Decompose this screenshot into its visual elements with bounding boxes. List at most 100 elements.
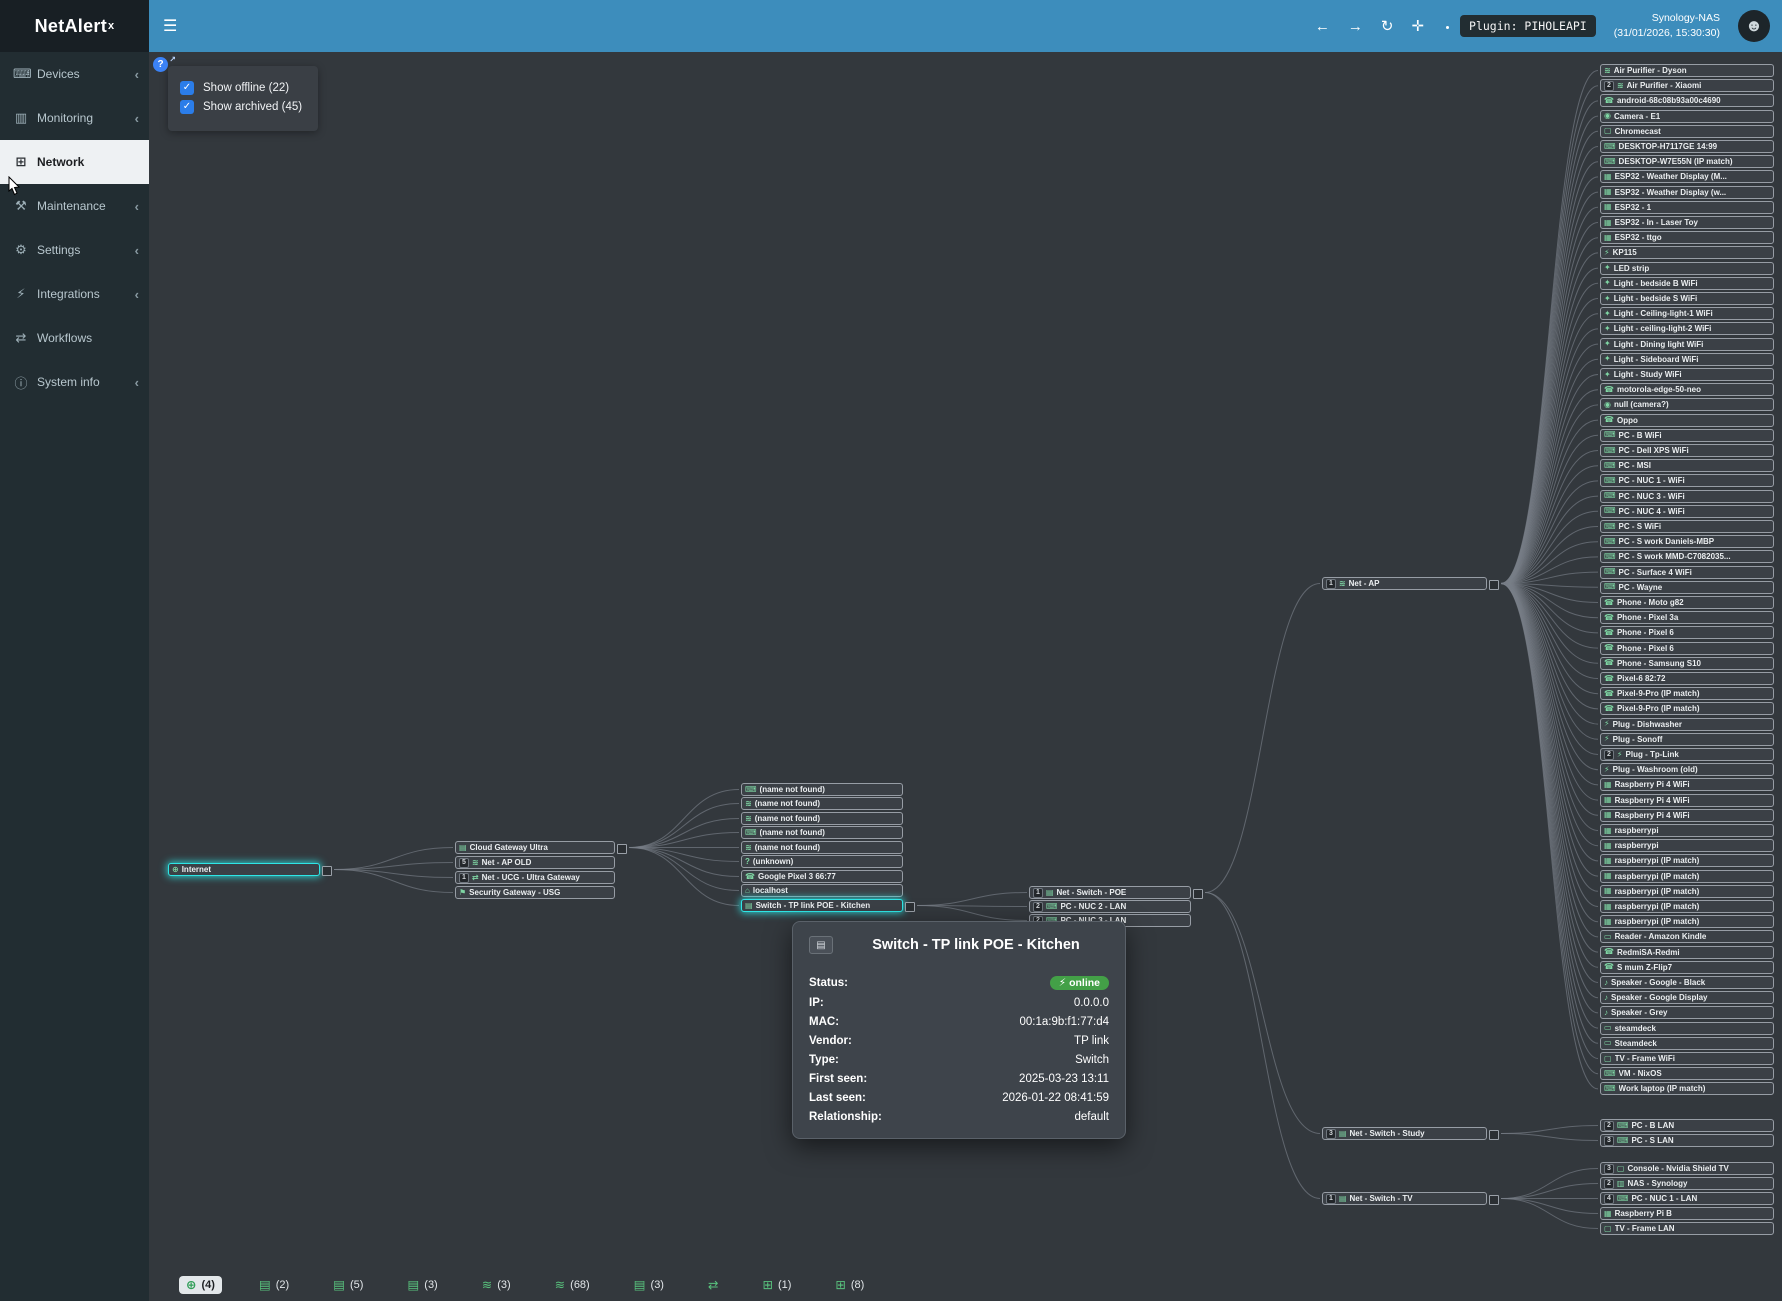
graph-node-esp32-1[interactable]: ▦ESP32 - 1 — [1600, 200, 1774, 214]
device-tab-lan-9[interactable]: ⊞(8) — [828, 1276, 871, 1295]
graph-node-raspberrypi[interactable]: ▦raspberrypi — [1600, 839, 1774, 853]
graph-node-net-ucg-ultra-gateway[interactable]: 1⇄Net - UCG - Ultra Gateway — [455, 871, 615, 884]
graph-node-pc-s-wifi[interactable]: ⌨PC - S WiFi — [1600, 520, 1774, 533]
graph-node-desktop-w7e55n-ip-match[interactable]: ⌨DESKTOP-W7E55N (IP match) — [1600, 155, 1774, 169]
graph-node-phone-pixel-3a[interactable]: ☎Phone - Pixel 3a — [1600, 611, 1774, 625]
graph-node-pc-nuc-1-lan[interactable]: 4⌨PC - NUC 1 - LAN — [1600, 1192, 1774, 1205]
graph-node-chromecast[interactable]: ▢Chromecast — [1600, 124, 1774, 138]
sidebar-item-network[interactable]: ⊞Network — [0, 140, 149, 184]
graph-node-pc-nuc-1-wifi[interactable]: ⌨PC - NUC 1 - WiFi — [1600, 474, 1774, 488]
fit-view-icon[interactable]: ✛ — [1411, 17, 1425, 35]
device-tab-switch-1[interactable]: ▤(2) — [252, 1276, 296, 1295]
graph-node-plug-washroom-old[interactable]: ⚡Plug - Washroom (old) — [1600, 763, 1774, 777]
graph-node-null-camera[interactable]: ◉null (camera?) — [1600, 398, 1774, 412]
graph-node-pc-nuc-2-lan[interactable]: 2⌨PC - NUC 2 - LAN — [1029, 900, 1191, 913]
graph-node-air-purifier-dyson[interactable]: ≋Air Purifier - Dyson — [1600, 64, 1774, 77]
graph-node-name-not-found[interactable]: ⌨(name not found) — [741, 826, 903, 839]
graph-node-tv-frame-lan[interactable]: ▢TV - Frame LAN — [1600, 1222, 1774, 1235]
graph-node-pc-nuc-4-wifi[interactable]: ⌨PC - NUC 4 - WiFi — [1600, 504, 1774, 518]
graph-node-motorola-edge-50-neo[interactable]: ☎motorola-edge-50-neo — [1600, 383, 1774, 397]
graph-node-plug-dishwasher[interactable]: ⚡Plug - Dishwasher — [1600, 717, 1774, 731]
graph-node-speaker-google-black[interactable]: ♪Speaker - Google - Black — [1600, 976, 1774, 989]
device-tab-globe-0[interactable]: ⊕(4) — [179, 1275, 222, 1295]
graph-node-desktop-h7117ge-14-99[interactable]: ⌨DESKTOP-H7117GE 14:99 — [1600, 140, 1774, 153]
device-tab-switch-2[interactable]: ▤(5) — [326, 1276, 370, 1295]
device-tab-shuffle-7[interactable]: ⇄ — [701, 1276, 725, 1295]
graph-node-android-68c08b93a00c4690[interactable]: ☎android-68c08b93a00c4690 — [1600, 94, 1774, 108]
graph-node-light-study-wifi[interactable]: ✦Light - Study WiFi — [1600, 368, 1774, 381]
graph-node-name-not-found[interactable]: ≋(name not found) — [741, 797, 903, 810]
graph-node-console-nvidia-shield-tv[interactable]: 3▢Console - Nvidia Shield TV — [1600, 1162, 1774, 1175]
graph-node-localhost[interactable]: ⌂localhost — [741, 884, 903, 897]
graph-node-raspberry-pi-4-wifi[interactable]: ▦Raspberry Pi 4 WiFi — [1600, 808, 1774, 822]
graph-node-phone-pixel-6[interactable]: ☎Phone - Pixel 6 — [1600, 626, 1774, 640]
graph-node-pc-msi[interactable]: ⌨PC - MSI — [1600, 459, 1774, 473]
show-archived-option[interactable]: ✓ Show archived (45) — [180, 100, 302, 114]
sidebar-item-monitoring[interactable]: ▥Monitoring‹ — [0, 96, 149, 140]
graph-node-tv-frame-wifi[interactable]: ▢TV - Frame WiFi — [1600, 1052, 1774, 1065]
graph-node-light-sideboard-wifi[interactable]: ✦Light - Sideboard WiFi — [1600, 352, 1774, 366]
show-offline-option[interactable]: ✓ Show offline (22) — [180, 81, 302, 95]
graph-node-work-laptop-ip-match[interactable]: ⌨Work laptop (IP match) — [1600, 1082, 1774, 1096]
graph-node-net-switch-poe[interactable]: 1▤Net - Switch - POE — [1029, 886, 1203, 899]
graph-node-pc-b-wifi[interactable]: ⌨PC - B WiFi — [1600, 428, 1774, 442]
graph-node-pc-surface-4-wifi[interactable]: ⌨PC - Surface 4 WiFi — [1600, 565, 1774, 579]
graph-node-light-bedside-s-wifi[interactable]: ✦Light - bedside S WiFi — [1600, 292, 1774, 305]
device-tab-wifi-4[interactable]: ≋(3) — [475, 1276, 518, 1295]
graph-node-cloud-gateway-ultra[interactable]: ▤Cloud Gateway Ultra — [455, 841, 627, 854]
graph-node-raspberrypi-ip-match[interactable]: ▦raspberrypi (IP match) — [1600, 900, 1774, 913]
forward-arrow-icon[interactable]: → — [1347, 17, 1363, 35]
graph-node-raspberrypi-ip-match[interactable]: ▦raspberrypi (IP match) — [1600, 869, 1774, 883]
graph-node-light-ceiling-light-1-wifi[interactable]: ✦Light - Ceiling-light-1 WiFi — [1600, 307, 1774, 321]
user-avatar[interactable]: ☻ — [1738, 10, 1770, 42]
graph-node-kp115[interactable]: ⚡KP115 — [1600, 246, 1774, 260]
help-icon[interactable]: ? ↗ — [153, 55, 176, 72]
collapse-handle[interactable] — [617, 843, 627, 854]
graph-node-pixel-6-82-72[interactable]: ☎Pixel-6 82:72 — [1600, 672, 1774, 685]
graph-node-phone-moto-g82[interactable]: ☎Phone - Moto g82 — [1600, 596, 1774, 609]
graph-node-redmisa-redmi[interactable]: ☎RedmiSA-Redmi — [1600, 945, 1774, 959]
graph-node-plug-sonoff[interactable]: ⚡Plug - Sonoff — [1600, 732, 1774, 746]
sidebar-item-devices[interactable]: ⌨Devices‹ — [0, 52, 149, 96]
graph-node-raspberrypi-ip-match[interactable]: ▦raspberrypi (IP match) — [1600, 915, 1774, 929]
device-tab-lan-8[interactable]: ⊞(1) — [755, 1276, 798, 1295]
graph-node-phone-pixel-6[interactable]: ☎Phone - Pixel 6 — [1600, 641, 1774, 655]
graph-node-plug-tp-link[interactable]: 2⚡Plug - Tp-Link — [1600, 748, 1774, 761]
graph-node-nas-synology[interactable]: 2▥NAS - Synology — [1600, 1177, 1774, 1190]
graph-node-light-bedside-b-wifi[interactable]: ✦Light - bedside B WiFi — [1600, 276, 1774, 290]
graph-node-reader-amazon-kindle[interactable]: ▭Reader - Amazon Kindle — [1600, 930, 1774, 944]
refresh-icon[interactable]: ↻ — [1380, 17, 1394, 35]
graph-node-esp32-ttgo[interactable]: ▦ESP32 - ttgo — [1600, 231, 1774, 245]
graph-node-pixel-9-pro-ip-match[interactable]: ☎Pixel-9-Pro (IP match) — [1600, 687, 1774, 701]
sidebar-item-workflows[interactable]: ⇄Workflows — [0, 316, 149, 360]
graph-node-phone-samsung-s10[interactable]: ☎Phone - Samsung S10 — [1600, 656, 1774, 670]
graph-node-light-dining-light-wifi[interactable]: ✦Light - Dining light WiFi — [1600, 337, 1774, 351]
graph-node-pc-dell-xps-wifi[interactable]: ⌨PC - Dell XPS WiFi — [1600, 444, 1774, 457]
collapse-handle[interactable] — [1489, 1129, 1499, 1140]
graph-node-vm-nixos[interactable]: ⌨VM - NixOS — [1600, 1067, 1774, 1081]
sidebar-item-maintenance[interactable]: ⚒Maintenance‹ — [0, 184, 149, 228]
show-offline-checkbox[interactable]: ✓ — [180, 81, 194, 95]
graph-node-raspberrypi-ip-match[interactable]: ▦raspberrypi (IP match) — [1600, 884, 1774, 898]
graph-node-raspberry-pi-4-wifi[interactable]: ▦Raspberry Pi 4 WiFi — [1600, 778, 1774, 792]
graph-node-steamdeck[interactable]: ▭steamdeck — [1600, 1021, 1774, 1035]
collapse-handle[interactable] — [322, 865, 332, 876]
graph-node-name-not-found[interactable]: ≋(name not found) — [741, 812, 903, 825]
graph-node-pc-wayne[interactable]: ⌨PC - Wayne — [1600, 580, 1774, 594]
graph-node-switch-tp-link-poe-kitchen[interactable]: ▤Switch - TP link POE - Kitchen — [741, 899, 915, 912]
sidebar-item-settings[interactable]: ⚙Settings‹ — [0, 228, 149, 272]
graph-node-pc-s-work-mmd-c7082035[interactable]: ⌨PC - S work MMD-C7082035... — [1600, 550, 1774, 564]
collapse-handle[interactable] — [1489, 579, 1499, 590]
graph-node-oppo[interactable]: ☎Oppo — [1600, 413, 1774, 427]
graph-node-internet[interactable]: ⊕Internet — [168, 863, 332, 876]
graph-node-raspberrypi-ip-match[interactable]: ▦raspberrypi (IP match) — [1600, 854, 1774, 868]
graph-node-air-purifier-xiaomi[interactable]: 2≋Air Purifier - Xiaomi — [1600, 79, 1774, 93]
graph-node-net-ap[interactable]: 1≋Net - AP — [1322, 577, 1499, 590]
graph-node-google-pixel-3-66-77[interactable]: ☎Google Pixel 3 66:77 — [741, 870, 903, 883]
graph-node-pc-b-lan[interactable]: 2⌨PC - B LAN — [1600, 1119, 1774, 1132]
graph-node-esp32-weather-display-m[interactable]: ▦ESP32 - Weather Display (M... — [1600, 170, 1774, 184]
graph-node-raspberry-pi-4-wifi[interactable]: ▦Raspberry Pi 4 WiFi — [1600, 793, 1774, 807]
graph-node-speaker-grey[interactable]: ♪Speaker - Grey — [1600, 1006, 1774, 1020]
graph-node-name-not-found[interactable]: ⌨(name not found) — [741, 783, 903, 796]
